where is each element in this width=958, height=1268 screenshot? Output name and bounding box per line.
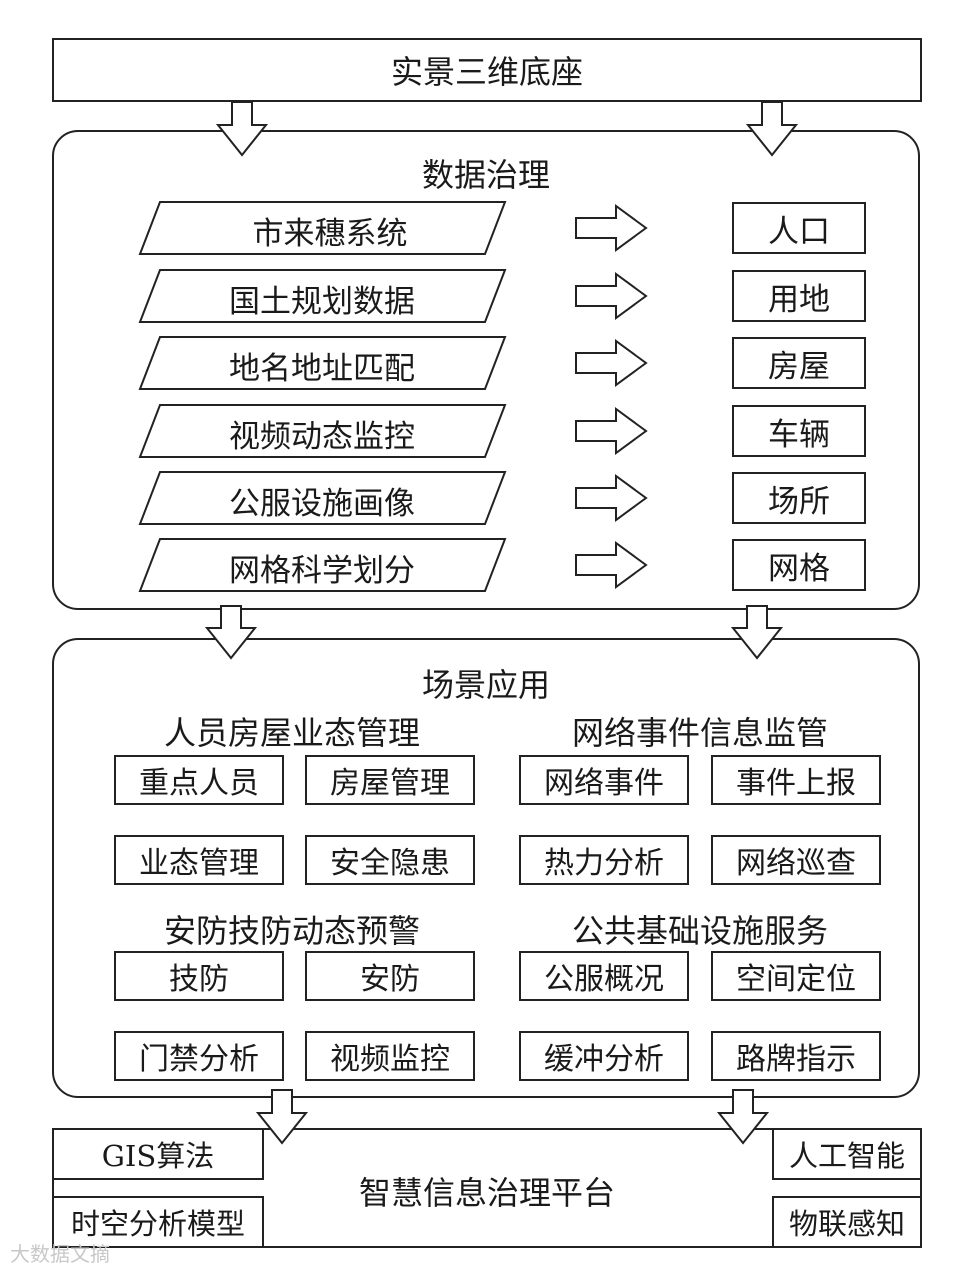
target-box: 房屋 <box>732 337 866 389</box>
function-box: 网络巡查 <box>711 835 881 885</box>
function-box: 空间定位 <box>711 951 881 1001</box>
source-label-text: 公服设施画像 <box>229 486 415 522</box>
watermark: 大数据文摘 <box>10 1242 110 1266</box>
group-title: 安防技防动态预警 <box>163 912 420 950</box>
right-arrow-icon <box>575 407 648 455</box>
group-title: 公共基础设施服务 <box>571 912 828 950</box>
source-label-text: 市来穗系统 <box>252 216 408 252</box>
source-label-text: 网格科学划分 <box>229 553 415 589</box>
source-parallelogram <box>138 471 507 525</box>
function-box: 缓冲分析 <box>519 1031 689 1081</box>
source-label-text: 国土规划数据 <box>229 284 415 320</box>
source-parallelogram <box>138 404 507 458</box>
function-box: 网络事件 <box>519 755 689 805</box>
target-box: 人口 <box>732 202 866 254</box>
group-title: 网络事件信息监管 <box>571 714 828 752</box>
function-box: 路牌指示 <box>711 1031 881 1081</box>
down-arrow-icon <box>716 1089 770 1145</box>
target-box: 用地 <box>732 270 866 322</box>
source-parallelogram <box>138 269 507 323</box>
function-box: 技防 <box>114 951 284 1001</box>
top-banner: 实景三维底座 <box>52 38 922 102</box>
right-arrow-icon <box>575 339 648 387</box>
source-parallelogram <box>138 538 507 592</box>
function-box: 房屋管理 <box>305 755 475 805</box>
function-box: 安全隐患 <box>305 835 475 885</box>
function-box: 安防 <box>305 951 475 1001</box>
scene-application-title: 场景应用 <box>421 666 550 704</box>
down-arrow-icon <box>255 1089 309 1145</box>
function-box: 重点人员 <box>114 755 284 805</box>
source-parallelogram <box>138 336 507 390</box>
right-arrow-icon <box>575 204 648 252</box>
down-arrow-icon <box>730 605 784 660</box>
right-arrow-icon <box>575 541 648 589</box>
down-arrow-icon <box>745 101 799 157</box>
source-label-text: 视频动态监控 <box>229 419 415 455</box>
iot-sensing-box: 物联感知 <box>772 1196 922 1248</box>
function-box: 热力分析 <box>519 835 689 885</box>
platform-title: 智慧信息治理平台 <box>358 1174 615 1212</box>
target-box: 车辆 <box>732 405 866 457</box>
right-arrow-icon <box>575 474 648 522</box>
source-parallelogram <box>138 201 507 255</box>
down-arrow-icon <box>215 101 269 157</box>
spatiotemporal-model-box: 时空分析模型 <box>52 1196 264 1248</box>
ai-box: 人工智能 <box>772 1128 922 1180</box>
function-box: 门禁分析 <box>114 1031 284 1081</box>
target-box: 网格 <box>732 539 866 591</box>
right-arrow-icon <box>575 272 648 320</box>
function-box: 视频监控 <box>305 1031 475 1081</box>
data-governance-title: 数据治理 <box>421 156 550 194</box>
function-box: 事件上报 <box>711 755 881 805</box>
gis-algorithm-box: GIS算法 <box>52 1128 264 1180</box>
source-label-text: 地名地址匹配 <box>229 351 415 387</box>
target-box: 场所 <box>732 472 866 524</box>
group-title: 人员房屋业态管理 <box>163 714 420 752</box>
function-box: 业态管理 <box>114 835 284 885</box>
function-box: 公服概况 <box>519 951 689 1001</box>
down-arrow-icon <box>204 605 258 660</box>
